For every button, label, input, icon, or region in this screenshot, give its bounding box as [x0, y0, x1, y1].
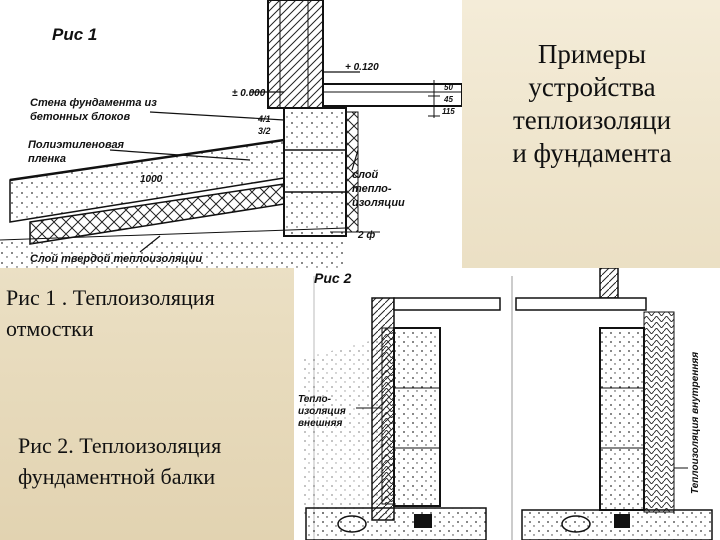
title-line-1: Примеры [537, 39, 647, 69]
label-ext-1: Тепло- [298, 394, 332, 405]
figure-1-drawing: Рис 1 + 0.120 ± 0.000 50 45 115 4/1 3/2 … [0, 0, 462, 268]
level-upper: + 0.120 [345, 62, 379, 73]
label-ext-3: внешняя [298, 418, 342, 429]
label-film-1: Полиэтиленовая [28, 139, 125, 151]
label-int: Теплоизоляция внутренняя [690, 352, 701, 494]
label-wall-2: бетонных блоков [30, 111, 131, 123]
label-layer-2: тепло- [352, 183, 392, 195]
dim-1: 50 [444, 83, 453, 92]
dim-2: 45 [443, 95, 453, 104]
label-wall-1: Стена фундамента из [30, 97, 157, 109]
title-line-2: устройства [528, 72, 656, 102]
label-film-2: пленка [28, 153, 66, 165]
figure-2-drawing: Рис 2 Тепло- изоляция внешняя Теплоизоля… [294, 268, 720, 540]
label-layer-3: изоляции [352, 197, 405, 209]
dim-3: 115 [442, 107, 455, 116]
caption-1-line-1: Рис 1 . Теплоизоляция [6, 285, 215, 310]
title-line-4: и фундамента [512, 138, 672, 168]
caption-1-line-2: отмостки [6, 316, 94, 341]
label-ext-2: изоляция [298, 406, 346, 417]
figure-2-svg: Рис 2 Тепло- изоляция внешняя Теплоизоля… [298, 268, 713, 540]
level-lower: ± 0.000 [232, 88, 266, 99]
mark-3-2: 3/2 [258, 126, 271, 136]
mark-2: 2 ф [357, 229, 375, 241]
label-hard-insulation: Слой твердой теплоизоляции [30, 253, 202, 265]
caption-figure-2: Рис 2. Теплоизоляция фундаментной балки [18, 430, 294, 492]
title-line-3: теплоизоляци [512, 105, 672, 135]
slide-title: Примеры устройства теплоизоляци и фундам… [470, 38, 714, 170]
caption-2-line-1: Рис 2. Теплоизоляция [18, 433, 222, 458]
caption-figure-1: Рис 1 . Теплоизоляция отмостки [6, 282, 286, 344]
figure-1-label: Рис 1 [52, 25, 97, 44]
caption-2-line-2: фундаментной балки [18, 464, 216, 489]
figure-2-label: Рис 2 [314, 270, 352, 286]
mark-4-1: 4/1 [257, 114, 271, 124]
label-layer-1: слой [352, 169, 379, 181]
width-dim: 1000 [140, 174, 163, 185]
figure-1-svg: Рис 1 + 0.120 ± 0.000 50 45 115 4/1 3/2 … [0, 0, 462, 268]
